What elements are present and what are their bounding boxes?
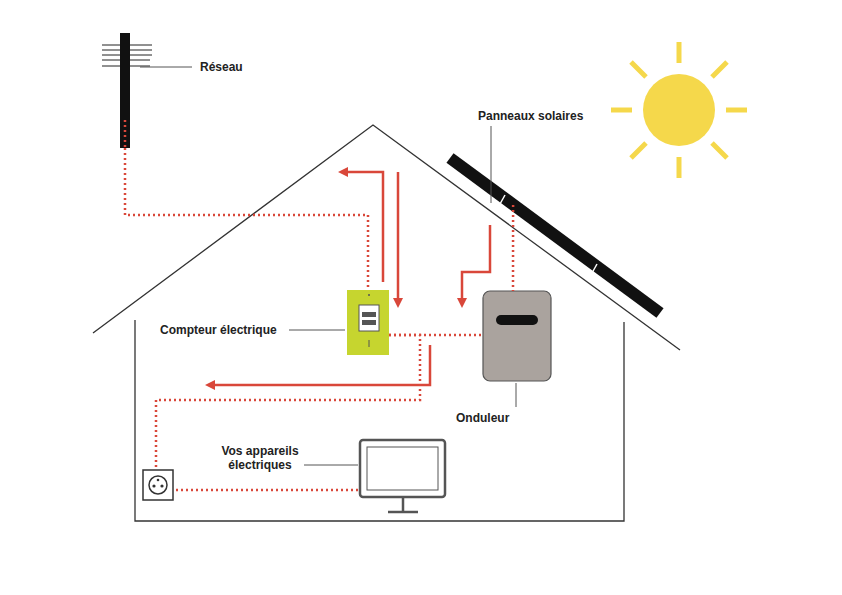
component-label: Panneaux solaires <box>478 109 583 123</box>
solar-panel-node: Panneaux solaires <box>448 156 662 316</box>
wire-dotted <box>389 334 483 337</box>
utility-pole <box>102 33 152 148</box>
grid-pole: Réseau <box>119 33 131 148</box>
inverter-node: Onduleur <box>483 291 551 381</box>
wall-socket <box>143 470 173 500</box>
meter-node: Compteur électrique <box>347 290 389 355</box>
house-outline <box>93 125 680 521</box>
wire-dotted <box>125 148 368 290</box>
appliance-node: Vos appareils électriques <box>360 440 445 497</box>
leader-line <box>140 67 516 465</box>
component-label: Compteur électrique <box>160 323 277 337</box>
sun-symbol <box>611 42 747 178</box>
component-label: Vos appareils électriques <box>218 444 302 472</box>
flow-arrow <box>210 172 490 385</box>
component-label: Onduleur <box>456 411 509 425</box>
electric-meter <box>347 290 389 355</box>
wire-dotted <box>512 205 515 291</box>
inverter-box <box>483 291 551 381</box>
component-label: Réseau <box>200 60 243 74</box>
wire-dotted <box>156 335 420 490</box>
solar-panel <box>450 158 660 313</box>
tv-monitor <box>360 440 445 512</box>
